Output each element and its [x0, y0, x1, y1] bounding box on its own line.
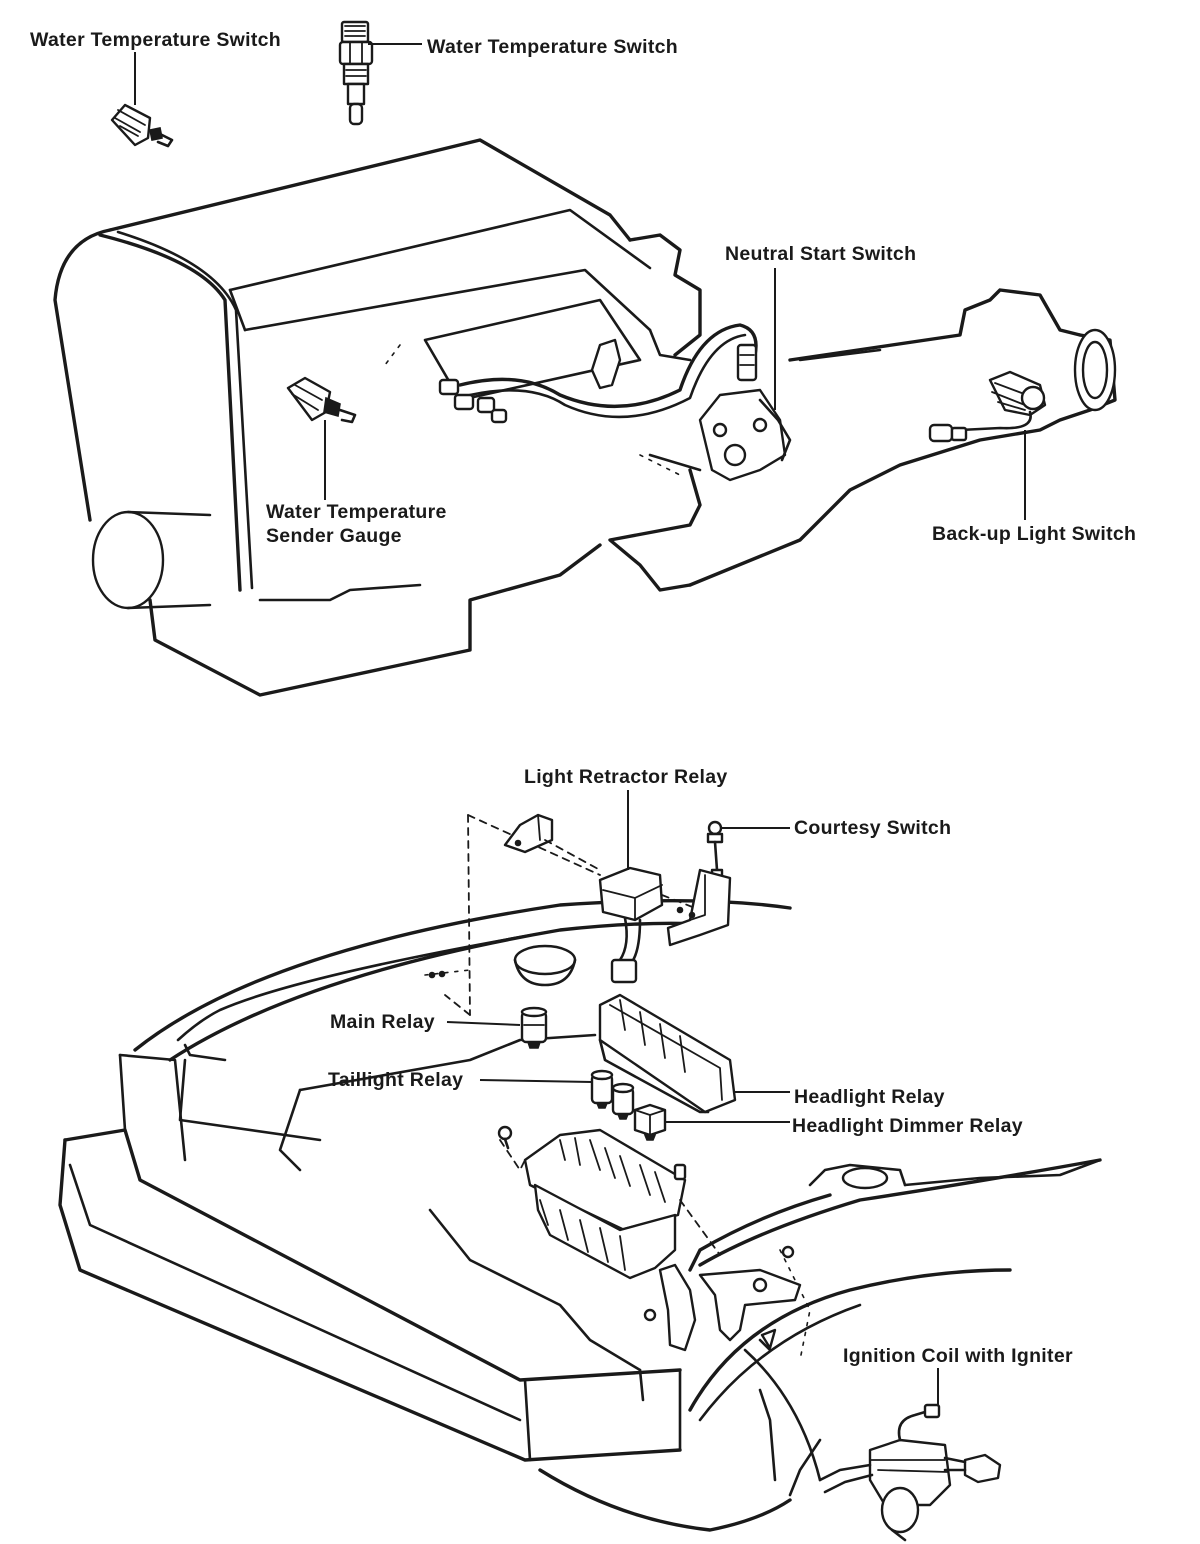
light-retractor-relay-label: Light Retractor Relay: [524, 766, 728, 788]
water-temperature-sender-gauge-label: Water Temperature Sender Gauge: [266, 500, 447, 548]
water-temperature-switch-label-1: Water Temperature Switch: [30, 29, 282, 51]
backup-light-switch-label: Back-up Light Switch: [932, 523, 1137, 545]
water-temperature-switch-1: [110, 103, 174, 148]
relay-box-cover: [598, 993, 737, 1114]
neutral-start-switch: [698, 343, 792, 482]
neutral-start-switch-label: Neutral Start Switch: [725, 243, 917, 265]
leader-lines: [134, 43, 1026, 1405]
backup-light-switch: [928, 370, 1047, 443]
taillight-relay: [590, 1069, 635, 1120]
courtesy-switch: [666, 820, 732, 947]
headlight-dimmer-relay-label: Headlight Dimmer Relay: [792, 1115, 1023, 1137]
water-temperature-sender-line-2: Sender Gauge: [266, 525, 402, 547]
headlight-relay-label: Headlight Relay: [794, 1086, 945, 1108]
courtesy-switch-label: Courtesy Switch: [794, 817, 952, 839]
taillight-relay-label: Taillight Relay: [328, 1069, 464, 1091]
water-temperature-sender-gauge: [286, 376, 357, 424]
water-temperature-switch-label-2: Water Temperature Switch: [427, 36, 679, 58]
engine-assembly: [53, 138, 1117, 697]
main-relay-label: Main Relay: [330, 1011, 435, 1033]
ignition-coil-with-igniter: [818, 1403, 1002, 1542]
headlight-dimmer-relay: [633, 1103, 667, 1141]
main-relay: [520, 1006, 548, 1049]
light-retractor-relay: [444, 813, 701, 1016]
water-temperature-sender-line-1: Water Temperature: [266, 501, 447, 523]
engine-wiring-harness: [438, 323, 758, 424]
water-temperature-switch-2: [338, 20, 374, 126]
junction-block: [497, 1125, 721, 1280]
junction-block-bracket: [643, 1245, 802, 1352]
ignition-coil-label: Ignition Coil with Igniter: [843, 1345, 1073, 1367]
